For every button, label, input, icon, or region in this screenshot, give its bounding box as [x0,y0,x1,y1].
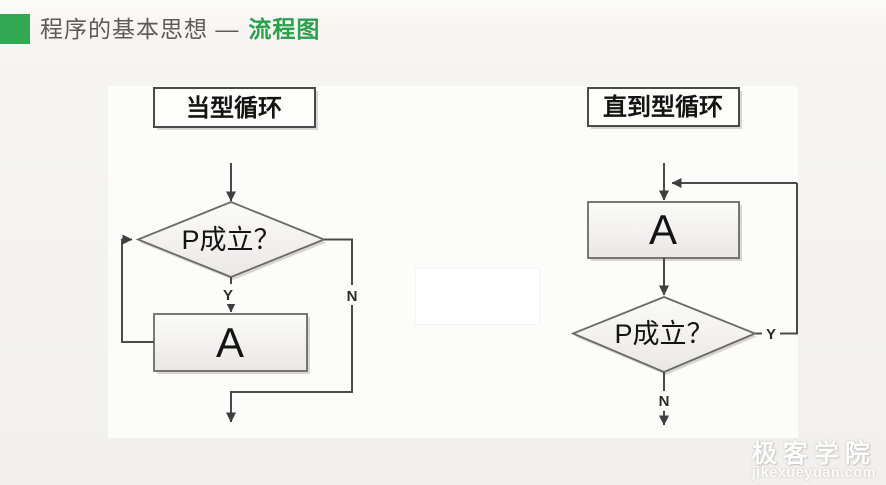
watermark-brand: 极客学院 [751,439,876,468]
page-title-highlight: 流程图 [248,16,321,42]
until-loop-flowchart: 直到型循环 A P成立？ Y N [570,87,798,426]
no-label: N [659,393,670,410]
while-title-box [153,87,316,128]
no-branch-exit-arrow [226,238,353,423]
no-label-bg [342,285,361,305]
no-label: N [347,288,358,305]
yes-label-bg [762,323,780,343]
green-square-icon [0,14,30,44]
while-title-label: 当型循环 [186,94,282,122]
process-box [587,201,740,259]
yes-label-bg [220,284,237,304]
page-title: 程序的基本思想 — 流程图 [40,14,320,44]
watermark: 极客学院 jikexueyuan.com [751,439,876,481]
until-title-label: 直到型循环 [603,93,723,121]
yes-label: Y [766,326,776,343]
page-title-prefix: 程序的基本思想 — [40,16,240,42]
process-label: A [216,319,244,366]
watermark-domain: jikexueyuan.com [751,464,876,481]
yes-label: Y [223,287,233,304]
faint-overlay-box [415,268,540,325]
no-label-bg [654,392,673,410]
condition-label: P成立？ [181,225,280,255]
until-title-box [587,87,740,127]
process-box [153,313,308,372]
process-label: A [649,206,677,253]
yes-loop-line [755,183,798,335]
loop-back-arrow [121,234,154,343]
condition-label: P成立？ [614,319,713,349]
while-loop-flowchart: 当型循环 P成立？ Y A N [121,87,361,423]
